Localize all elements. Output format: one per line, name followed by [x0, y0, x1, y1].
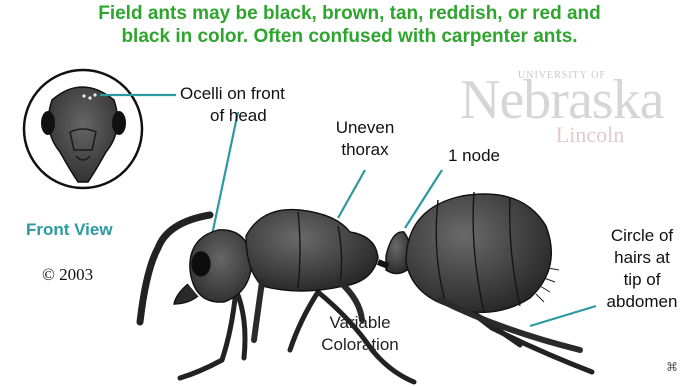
thorax-label-line-1: Uneven	[325, 118, 405, 138]
variable-coloration-label: Variable Coloration	[300, 312, 420, 356]
front-right-eye	[112, 111, 126, 135]
variable-line-2: Coloration	[300, 334, 420, 356]
front-left-eye	[41, 111, 55, 135]
thorax-leader	[338, 170, 365, 218]
logo-university-text: UNIVERSITY OF	[518, 70, 606, 81]
ocelli-label-line-1: Ocelli on front	[180, 84, 285, 104]
copyright-label: © 2003	[42, 265, 93, 285]
side-eye	[192, 252, 210, 276]
ocelli-dot	[82, 94, 85, 97]
hairs-label-line-3: tip of	[596, 270, 688, 290]
hairs-leader	[530, 306, 596, 326]
hairs-label-line-2: hairs at	[596, 248, 688, 268]
node-label: 1 node	[448, 146, 500, 166]
thorax	[246, 210, 378, 291]
ocelli-label-line-2: of head	[210, 106, 267, 126]
variable-line-1: Variable	[300, 312, 420, 334]
artist-monogram-icon: ⌘	[666, 360, 678, 374]
front-view-label: Front View	[26, 220, 113, 240]
abdomen	[406, 194, 551, 312]
thorax-label-line-2: thorax	[325, 140, 405, 160]
hairs-label-line-4: abdomen	[596, 292, 688, 312]
hairs-label-line-1: Circle of	[596, 226, 688, 246]
university-logo: UNIVERSITY OF Nebraska Lincoln	[460, 72, 660, 148]
front-view-inset	[24, 70, 142, 188]
front-leg	[180, 290, 236, 378]
front-view-leader	[212, 112, 238, 235]
